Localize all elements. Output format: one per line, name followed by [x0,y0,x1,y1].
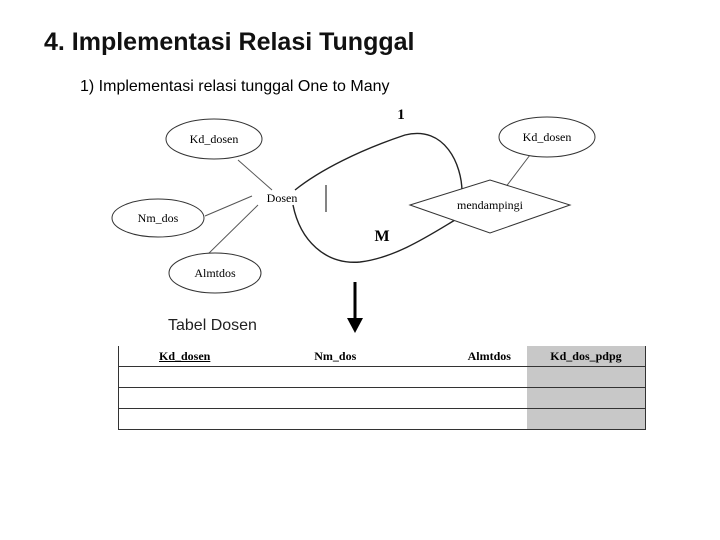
column-header-almtdos: Almtdos [400,346,527,367]
attribute-kd-dosen-right-ellipse [498,116,596,158]
attribute-kd-dosen-right-label: Kd_dosen [523,130,572,144]
table-cell-foreign-key [526,387,646,409]
entity-label: Dosen [267,191,298,205]
table-cell [286,366,401,388]
table-cell [400,387,527,409]
relation-line-one [294,132,463,193]
table-cell [286,408,401,430]
table-cell [286,387,401,409]
column-header-kd-dosen: Kd_dosen [118,346,287,367]
connector-nm-dos [204,195,253,217]
table-row [118,408,646,430]
slide-subtitle: 1) Implementasi relasi tunggal One to Ma… [80,78,390,95]
table-header-row: Kd_dosen Nm_dos Almtdos Kd_dos_pdpg [118,346,646,367]
column-header-nm-dos: Nm_dos [286,346,401,367]
table-cell-foreign-key [526,366,646,388]
attribute-nm-dos-label: Nm_dos [138,211,179,225]
slide-title: 4. Implementasi Relasi Tunggal [44,28,415,56]
table-cell [118,366,287,388]
attribute-kd-dosen-ellipse [165,118,263,160]
cardinality-one: 1 [397,107,405,123]
table-cell [118,387,287,409]
attribute-almtdos-label: Almtdos [194,266,236,280]
relationship-label: mendampingi [457,198,524,212]
table-cell [118,408,287,430]
table-row [118,366,646,388]
attribute-kd-dosen-label: Kd_dosen [190,132,239,146]
column-header-kd-dos-pdpg: Kd_dos_pdpg [526,346,646,367]
connector-almtdos [203,204,259,259]
dosen-table: Kd_dosen Nm_dos Almtdos Kd_dos_pdpg [118,346,646,430]
attribute-almtdos-ellipse [168,252,262,294]
relationship-diamond [408,179,572,234]
table-cell [400,408,527,430]
down-arrow-head-icon [347,318,363,333]
connector-kd-dosen-right [504,154,531,189]
connector-kd-dosen [237,159,273,191]
table-row [118,387,646,409]
table-cell [400,366,527,388]
table-cell-foreign-key [526,408,646,430]
attribute-nm-dos-ellipse [111,198,205,238]
table-caption: Tabel Dosen [168,317,257,334]
relation-line-many [292,204,456,263]
cardinality-many: M [374,228,389,245]
